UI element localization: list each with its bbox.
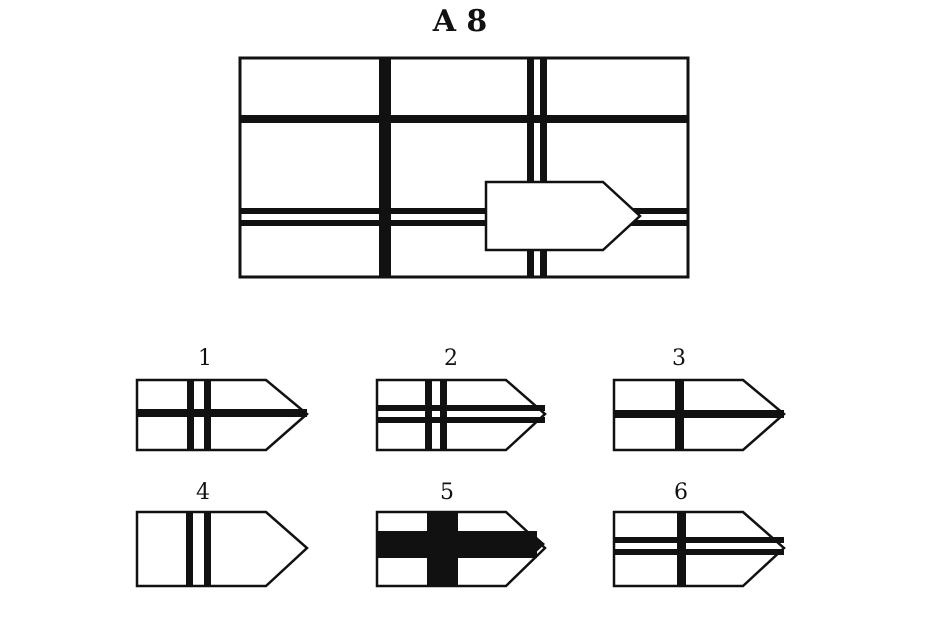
option-5-piece[interactable] xyxy=(375,510,547,588)
main-pattern xyxy=(238,56,690,279)
main-vertical-double-line-a xyxy=(527,58,534,277)
option-1-label: 1 xyxy=(198,346,212,371)
option-2-label: 2 xyxy=(444,346,458,371)
main-vertical-double-line-b xyxy=(540,58,547,277)
main-horizontal-double-line-b xyxy=(240,220,688,226)
option-2-piece[interactable] xyxy=(375,378,547,452)
option-3-label: 3 xyxy=(672,346,686,371)
option-3-piece[interactable] xyxy=(612,378,786,452)
main-horizontal-line-top xyxy=(240,115,688,123)
option-1-piece[interactable] xyxy=(135,378,309,452)
option-4-label: 4 xyxy=(196,480,210,505)
main-horizontal-double-line-a xyxy=(240,208,688,214)
option-6-piece[interactable] xyxy=(612,510,786,588)
main-pattern-border xyxy=(238,56,690,279)
option-6-label: 6 xyxy=(674,480,688,505)
main-vertical-line-left xyxy=(379,58,391,277)
missing-piece-slot xyxy=(484,180,642,252)
puzzle-title: A 8 xyxy=(432,4,488,39)
option-4-piece[interactable] xyxy=(135,510,309,588)
option-5-label: 5 xyxy=(440,480,454,505)
